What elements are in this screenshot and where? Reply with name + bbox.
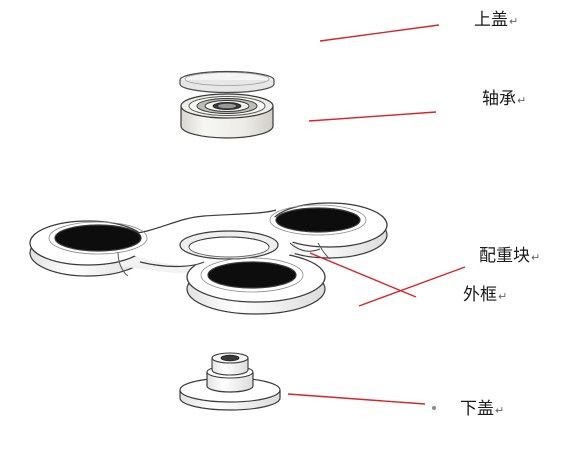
label-counterweight: 配重块↵: [479, 246, 540, 268]
label-bearing-text: 轴承: [482, 89, 516, 109]
leader-line-bearing: [308, 111, 437, 122]
label-outer-frame: 外框↵: [463, 285, 507, 307]
label-outer-frame-text: 外框: [463, 285, 497, 305]
paragraph-mark-icon: ↵: [517, 94, 527, 107]
paragraph-mark-icon: ↵: [498, 290, 508, 303]
top-cover-part: [179, 70, 275, 94]
label-top-cover: 上盖↵: [474, 10, 518, 32]
label-bottom-cover: 下盖↵: [460, 399, 504, 421]
label-bottom-cover-text: 下盖: [460, 399, 494, 419]
bullet-dot: [432, 406, 436, 410]
paragraph-mark-icon: ↵: [531, 251, 541, 264]
bottom-cover-part: [179, 352, 281, 411]
outer-frame-part: [29, 202, 388, 315]
leader-line-bottom-cover: [287, 393, 426, 405]
label-top-cover-text: 上盖: [474, 10, 508, 30]
leader-line-counterweight: [358, 266, 466, 307]
paragraph-mark-icon: ↵: [509, 15, 519, 28]
paragraph-mark-icon: ↵: [495, 404, 505, 417]
leader-line-outer-frame: [309, 252, 417, 298]
label-bearing: 轴承↵: [482, 89, 526, 111]
leader-line-top-cover: [319, 24, 440, 42]
bearing-part: [180, 93, 274, 139]
label-counterweight-text: 配重块: [479, 246, 530, 266]
